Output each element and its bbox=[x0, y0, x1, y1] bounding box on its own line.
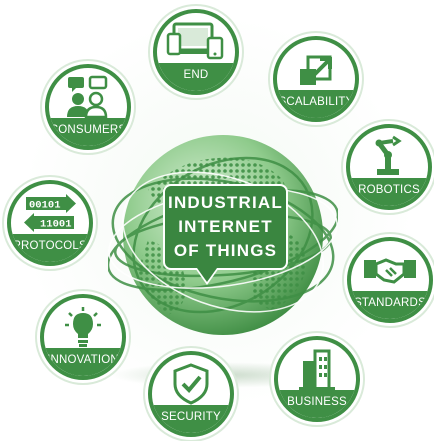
node-label: INNOVATION bbox=[44, 348, 122, 376]
node-label: SCALABILITY bbox=[277, 90, 355, 118]
node-robotics: ROBOTICS bbox=[346, 124, 432, 210]
node-end-devices: END DEVICES bbox=[153, 9, 239, 95]
scale-arrow-icon bbox=[277, 46, 355, 92]
robot-arm-icon bbox=[350, 134, 428, 180]
node-security: SECURITY bbox=[148, 351, 234, 437]
devices-icon bbox=[157, 19, 235, 65]
node-label: END DEVICES bbox=[157, 63, 235, 91]
node-consumers: CONSUMERS bbox=[45, 64, 131, 150]
node-label: STANDARDS bbox=[351, 291, 429, 319]
node-business: BUSINESS bbox=[274, 336, 360, 422]
title-line-3: OF THINGS bbox=[173, 241, 278, 260]
node-label: ROBOTICS bbox=[350, 178, 428, 206]
node-innovation: INNOVATION bbox=[40, 294, 126, 380]
title-line-1: INDUSTRIAL bbox=[168, 193, 283, 212]
binary-arrows-icon: 00101 11001 bbox=[11, 190, 89, 236]
handshake-icon bbox=[351, 247, 429, 293]
people-chat-icon bbox=[49, 74, 127, 120]
node-label: SECURITY bbox=[152, 405, 230, 433]
node-label: PROTOCOLS bbox=[11, 234, 89, 262]
protocol-code-top: 00101 bbox=[29, 200, 61, 212]
protocol-code-bottom: 11001 bbox=[40, 219, 72, 231]
node-scalability: SCALABILITY bbox=[273, 36, 359, 122]
node-label: CONSUMERS bbox=[49, 118, 127, 146]
title-line-2: INTERNET bbox=[178, 217, 273, 236]
node-label: BUSINESS bbox=[278, 390, 356, 418]
title-pointer bbox=[197, 268, 217, 282]
node-protocols: 00101 11001 PROTOCOLS bbox=[7, 180, 93, 266]
title-box: INDUSTRIAL INTERNET OF THINGS bbox=[163, 184, 288, 270]
lightbulb-icon bbox=[44, 304, 122, 350]
buildings-icon bbox=[278, 346, 356, 392]
shield-check-icon bbox=[152, 361, 230, 407]
node-standards: STANDARDS bbox=[347, 237, 433, 323]
